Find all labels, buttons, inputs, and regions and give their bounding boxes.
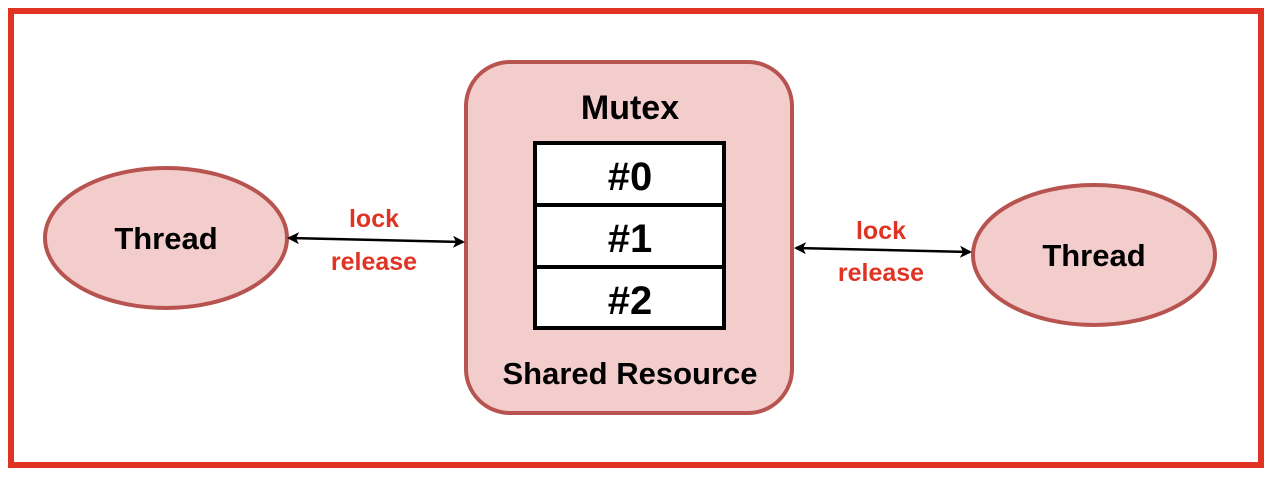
left-thread-node: Thread — [43, 166, 289, 310]
right-link-lock-label: lock — [856, 217, 906, 245]
right-thread-ellipse — [971, 183, 1217, 327]
slot-label: #2 — [608, 279, 653, 323]
left-double-arrow — [287, 232, 465, 248]
right-thread-label: Thread — [1042, 238, 1145, 273]
slot-label: #1 — [608, 217, 653, 261]
slot-cell — [533, 141, 726, 207]
mutex-node: Mutex #0 #1 #2 Shared Resource — [464, 60, 794, 415]
mutex-footer: Shared Resource — [503, 356, 758, 391]
diagram-frame — [8, 8, 1264, 468]
slot-cell — [533, 203, 726, 269]
left-link: lock release — [287, 205, 465, 276]
slot-label: #0 — [608, 155, 653, 199]
right-double-arrow — [794, 242, 972, 258]
mutex-title: Mutex — [581, 89, 679, 127]
left-link-lock-label: lock — [349, 205, 399, 233]
left-link-release-label: release — [331, 248, 417, 276]
left-thread-label: Thread — [114, 221, 217, 256]
right-thread-node: Thread — [971, 183, 1217, 327]
left-thread-ellipse — [43, 166, 289, 310]
slot-cell — [533, 265, 726, 330]
right-link: lock release — [794, 217, 972, 287]
right-link-release-label: release — [838, 259, 924, 287]
